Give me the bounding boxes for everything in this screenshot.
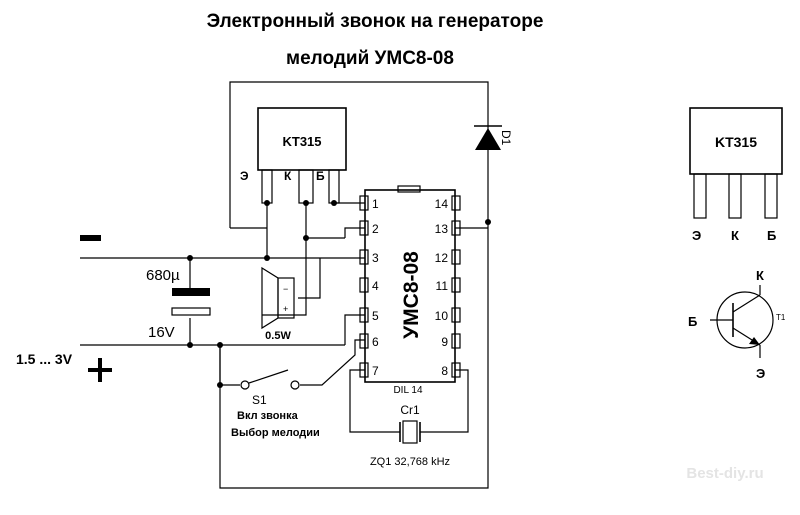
- kt315-pinout: KT315 Э К Б: [689, 107, 783, 243]
- pinout-pin-b: Б: [767, 228, 776, 243]
- transistor-label: KT315: [282, 134, 321, 149]
- capacitor-voltage: 16V: [148, 324, 175, 341]
- transistor-pin-b: Б: [316, 169, 325, 183]
- chip-umc8-08: 1 2 3 4 5 6 7 14 13 12 11 10 9 8 УМС8-08…: [359, 185, 461, 396]
- title-line2: мелодий УМС8-08: [286, 48, 454, 69]
- pinout-pin-e: Э: [692, 228, 701, 243]
- transistor-pin-e: Э: [240, 169, 249, 183]
- switch-desc1: Вкл звонка: [237, 410, 299, 422]
- chip-pin-8: 8: [441, 364, 448, 378]
- pinout-pin-k: К: [731, 228, 739, 243]
- watermark: Best-diy.ru: [686, 465, 763, 482]
- crystal-zq1: Cr1 ZQ1 32,768 kHz: [370, 403, 450, 468]
- minus-sign: [80, 235, 101, 241]
- plus-sign-v: [98, 358, 102, 382]
- crystal-label: Cr1: [400, 403, 420, 417]
- pinout-label: KT315: [715, 134, 757, 150]
- chip-pin-14: 14: [435, 197, 449, 211]
- diode-label: D1: [499, 130, 513, 146]
- speaker: − + 0.5W: [261, 266, 295, 342]
- chip-pin-9: 9: [441, 335, 448, 349]
- transistor-pin-k: К: [284, 169, 292, 183]
- chip-pin-1: 1: [372, 197, 379, 211]
- transistor-symbol: К Б Э T1: [688, 268, 786, 381]
- chip-pin-4: 4: [372, 279, 379, 293]
- chip-pin-3: 3: [372, 251, 379, 265]
- power-supply: 1.5 ... 3V: [16, 235, 112, 382]
- switch-label: S1: [252, 393, 267, 407]
- chip-pin-6: 6: [372, 335, 379, 349]
- switch-s1: S1 Вкл звонка Выбор мелодии: [231, 369, 320, 439]
- chip-pin-10: 10: [435, 309, 449, 323]
- symbol-e: Э: [756, 366, 765, 381]
- switch-desc2: Выбор мелодии: [231, 427, 320, 439]
- symbol-b: Б: [688, 314, 697, 329]
- chip-pin-5: 5: [372, 309, 379, 323]
- chip-pin-12: 12: [435, 251, 449, 265]
- transistor-kt315: KT315 Э К Б: [240, 107, 347, 204]
- chip-pin-2: 2: [372, 222, 379, 236]
- chip-label: УМС8-08: [400, 251, 423, 339]
- capacitor-680u: 680µ 16V: [146, 267, 211, 341]
- power-voltage: 1.5 ... 3V: [16, 351, 73, 367]
- svg-text:+: +: [283, 304, 288, 314]
- junctions: [187, 200, 491, 388]
- diode-d1: D1: [474, 120, 513, 162]
- symbol-k: К: [756, 268, 764, 283]
- speaker-power: 0.5W: [265, 330, 291, 342]
- capacitor-value: 680µ: [146, 267, 180, 284]
- chip-pin-11: 11: [436, 279, 449, 293]
- chip-package: DIL 14: [393, 385, 423, 396]
- crystal-desc: ZQ1 32,768 kHz: [370, 456, 450, 468]
- chip-pin-7: 7: [372, 364, 379, 378]
- title-line1: Электронный звонок на генераторе: [207, 11, 544, 32]
- svg-text:−: −: [283, 284, 288, 294]
- symbol-name: T1: [776, 313, 786, 322]
- chip-pin-13: 13: [435, 222, 449, 236]
